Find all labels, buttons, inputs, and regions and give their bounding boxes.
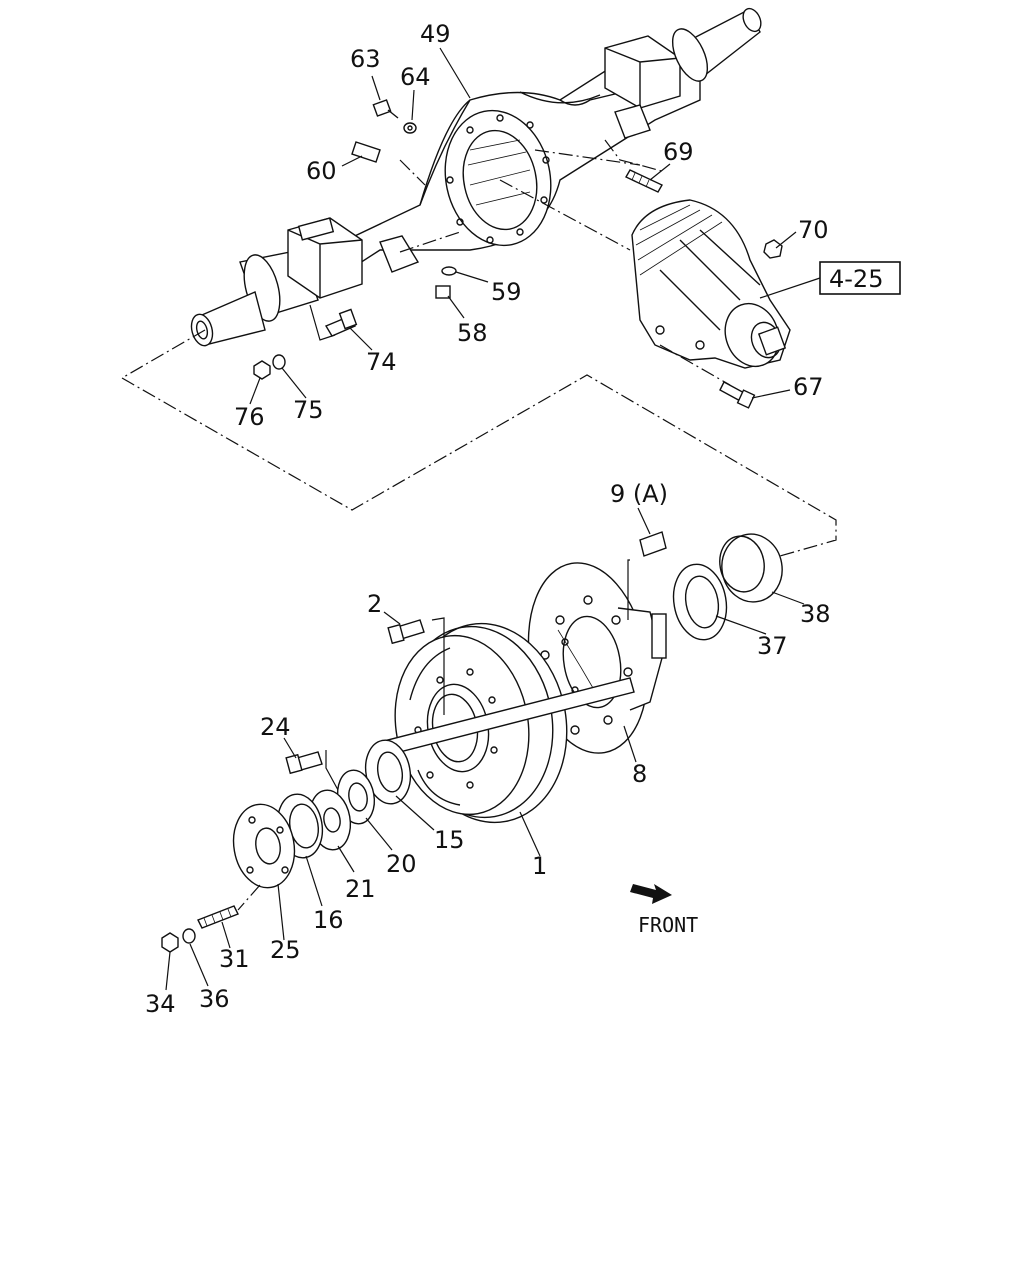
callout-leaders [165,47,821,991]
callout-69: 69 [663,138,694,166]
seal-38 [719,533,783,603]
callout-9a: 9 (A) [610,480,668,508]
bolt-74 [324,308,358,337]
callout-20: 20 [386,850,417,878]
callout-34: 34 [145,990,176,1018]
cap-25 [232,803,296,889]
callout-76: 76 [234,403,265,431]
callout-49: 49 [420,20,451,48]
callout-25: 25 [270,936,301,964]
callout-16: 16 [313,906,344,934]
callout-31: 31 [219,945,250,973]
assembly-connection-dashed [121,374,837,557]
callout-2: 2 [367,590,382,618]
washer-64 [403,122,417,134]
callout-36: 36 [199,985,230,1013]
differential-carrier-4-25 [631,199,791,369]
bearing-15 [364,739,412,805]
callout-24: 24 [260,713,291,741]
callout-58: 58 [457,319,488,347]
callout-38: 38 [800,600,831,628]
bolt-24 [285,751,323,775]
axle-housing-49 [190,7,762,347]
plug-58 [435,285,451,299]
callout-59: 59 [491,278,522,306]
callout-74: 74 [366,348,397,376]
stud-69 [625,169,663,193]
callout-70: 70 [798,216,829,244]
callout-64: 64 [400,63,431,91]
washer-75 [272,354,286,370]
bolt-2 [387,619,425,645]
bolt-67 [719,381,756,409]
callout-21: 21 [345,875,376,903]
callout-37: 37 [757,632,788,660]
bolt-63 [372,99,399,119]
bolt-9a [639,531,667,557]
breather-60 [351,141,381,163]
arrow-icon [630,884,672,904]
washer-36 [182,928,196,944]
nut-34 [161,932,179,953]
upper-reference-lines [121,139,731,386]
bearing-37 [672,563,728,641]
front-label: FRONT [638,913,698,937]
lower-reference-lines [237,559,630,911]
stud-31 [197,905,239,929]
callout-60: 60 [306,157,337,185]
callout-15: 15 [434,826,465,854]
callout-75: 75 [293,396,324,424]
nut-70 [763,239,783,259]
callout-8: 8 [632,760,647,788]
callout-63: 63 [350,45,381,73]
callout-1: 1 [532,852,547,880]
nut-76 [253,360,271,380]
callout-67: 67 [793,373,824,401]
callout-4-25: 4-25 [829,265,883,293]
reference-box-4-25 [819,261,901,295]
gasket-59 [441,266,457,276]
